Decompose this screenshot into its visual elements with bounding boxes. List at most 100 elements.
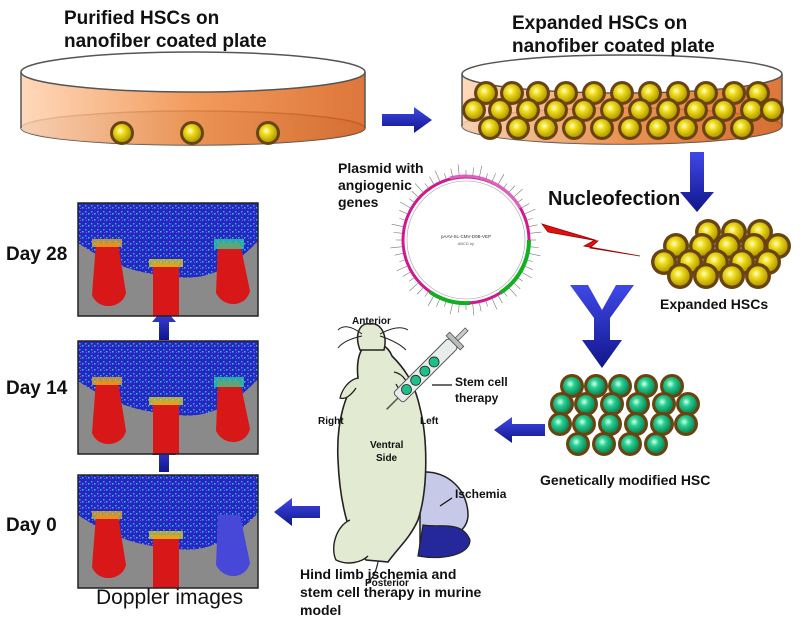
- modified-cell: [660, 374, 684, 398]
- genetically-modified-cluster: [548, 374, 700, 456]
- dish-cell: [740, 98, 764, 122]
- nucleofection-label: Nucleofection: [548, 188, 681, 210]
- posterior-label: Posterior: [365, 578, 409, 589]
- arrow-down-expanded: [570, 285, 634, 368]
- ventral-line2: Side: [376, 453, 398, 464]
- expanded-hscs-label: Expanded HSCs: [660, 296, 769, 312]
- dish-cell: [516, 98, 540, 122]
- dish-cell: [674, 116, 698, 140]
- day14-label: Day 14: [6, 378, 68, 399]
- modified-cell: [618, 432, 642, 456]
- ischemia-label: Ischemia: [455, 487, 507, 501]
- expanded-cell: [745, 263, 771, 289]
- modified-cell: [572, 412, 596, 436]
- expanded-plate-line1: Expanded HSCs on: [512, 13, 688, 34]
- dish-cell: [684, 98, 708, 122]
- arrow-down-dish: [680, 152, 714, 212]
- hind-line3: model: [300, 602, 342, 618]
- dish-cell: [600, 98, 624, 122]
- modified-cell: [592, 432, 616, 456]
- purified-line1: Purified HSCs on: [64, 8, 220, 29]
- dish-cell: [656, 98, 680, 122]
- dish-cell: [534, 116, 558, 140]
- dish-cell: [506, 116, 530, 140]
- ventral-line1: Ventral: [370, 440, 404, 451]
- plasmid-map: pAAV-SL-CMV-D0B-VEP ABCD bp: [390, 164, 542, 316]
- purified-cells: [110, 121, 280, 145]
- modified-cell: [566, 432, 590, 456]
- dish-cell: [488, 98, 512, 122]
- doppler-label: Doppler images: [96, 586, 244, 609]
- arrow-left-to-doppler: [274, 498, 320, 526]
- modified-cell: [624, 412, 648, 436]
- day28-label: Day 28: [6, 244, 68, 265]
- dish-cell: [730, 116, 754, 140]
- modified-cell: [598, 412, 622, 436]
- ischemia-pointer: [439, 497, 453, 507]
- right-label: Right: [318, 416, 344, 427]
- expanded-hsc-cluster: [651, 219, 791, 289]
- purified-line2: nanofiber coated plate: [64, 31, 267, 52]
- arrow-left-to-mouse: [494, 417, 545, 443]
- modified-cell: [584, 374, 608, 398]
- modified-cell: [600, 392, 624, 416]
- dish-cell: [562, 116, 586, 140]
- nucleofection-bolt-icon: [540, 223, 641, 257]
- modified-cell: [608, 374, 632, 398]
- genetically-modified-label: Genetically modified HSC: [540, 472, 711, 488]
- modified-cell: [548, 412, 572, 436]
- modified-cell: [652, 392, 676, 416]
- arrow-dish-to-dish: [382, 107, 432, 133]
- dish-cell: [618, 116, 642, 140]
- dish-cell: [478, 116, 502, 140]
- expanded-plate-line2: nanofiber coated plate: [512, 36, 715, 57]
- dish-cell: [638, 81, 662, 105]
- modified-cell: [574, 392, 598, 416]
- modified-cell: [634, 374, 658, 398]
- doppler-panel-day0: [77, 474, 259, 589]
- modified-cell: [560, 374, 584, 398]
- dish-cell: [590, 116, 614, 140]
- expanded-dish-cells: [462, 81, 784, 140]
- dish-cell: [760, 98, 784, 122]
- doppler-panel-day14: [77, 340, 259, 455]
- dish-cell: [646, 116, 670, 140]
- modified-cell: [676, 392, 700, 416]
- dish-cell: [544, 98, 568, 122]
- plasmid-line3: genes: [338, 194, 379, 210]
- syringe-icon: [386, 327, 469, 410]
- stem-cell-line1: Stem cell: [455, 375, 508, 389]
- dish-cell: [500, 81, 524, 105]
- expanded-cell: [693, 263, 719, 289]
- anterior-label: Anterior: [352, 316, 391, 327]
- doppler-panel-day28: [77, 202, 259, 317]
- modified-cell: [674, 412, 698, 436]
- expanded-dish: [461, 54, 784, 145]
- modified-cell: [650, 412, 674, 436]
- dish-cell: [572, 98, 596, 122]
- dish-cell: [628, 98, 652, 122]
- stem-cell-line2: therapy: [455, 391, 499, 405]
- dish-cell: [712, 98, 736, 122]
- day0-label: Day 0: [6, 515, 57, 536]
- mouse-illustration: [332, 323, 471, 585]
- hind-line1: Hind limb ischemia and: [300, 566, 457, 582]
- plasmid-line1: Plasmid with: [338, 160, 424, 176]
- modified-cell: [626, 392, 650, 416]
- expanded-cell: [719, 263, 745, 289]
- modified-cell: [550, 392, 574, 416]
- dish-cell: [702, 116, 726, 140]
- plasmid-center-label: pAAV-SL-CMV-D0B-VEP: [441, 234, 491, 239]
- svg-text:ABCD bp: ABCD bp: [458, 241, 475, 246]
- dish-cell: [474, 81, 498, 105]
- dish-cell: [554, 81, 578, 105]
- dish-cell: [462, 98, 486, 122]
- modified-cell: [644, 432, 668, 456]
- hind-line2: stem cell therapy in murine: [300, 584, 482, 600]
- plasmid-line2: angiogenic: [338, 177, 412, 193]
- purified-dish: [20, 51, 366, 146]
- left-label: Left: [420, 416, 439, 427]
- expanded-cell: [667, 263, 693, 289]
